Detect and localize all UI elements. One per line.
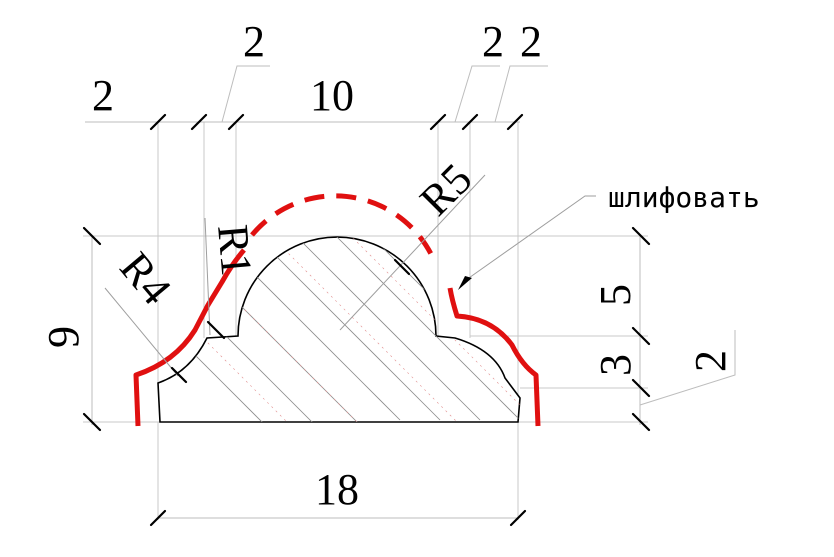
dim-right-5: 5 — [591, 284, 640, 306]
dim-radius-r1: R1 — [208, 223, 261, 278]
dim-top-upper-2: 2 — [243, 17, 265, 66]
dim-height-9: 9 — [39, 326, 88, 348]
finish-contour — [133, 193, 541, 427]
dim-top-right-2b: 2 — [520, 17, 542, 66]
dim-radius-r5: R5 — [410, 154, 481, 225]
dim-right-2: 2 — [686, 350, 735, 372]
dim-top-right-2a: 2 — [482, 17, 504, 66]
dim-radius-r4: R4 — [110, 243, 181, 314]
radius-leaders — [104, 174, 596, 377]
note-polish: шлифовать — [608, 181, 760, 214]
dim-top-10: 10 — [310, 71, 354, 120]
dim-bottom-18: 18 — [315, 465, 359, 514]
dim-top-left-2: 2 — [92, 71, 114, 120]
dimension-ticks — [82, 113, 651, 527]
dim-right-3: 3 — [591, 354, 640, 376]
finish-line-arc — [250, 193, 436, 260]
finish-line-right — [447, 287, 541, 427]
leader-arrowhead — [458, 276, 472, 290]
finish-line-left — [133, 248, 246, 427]
